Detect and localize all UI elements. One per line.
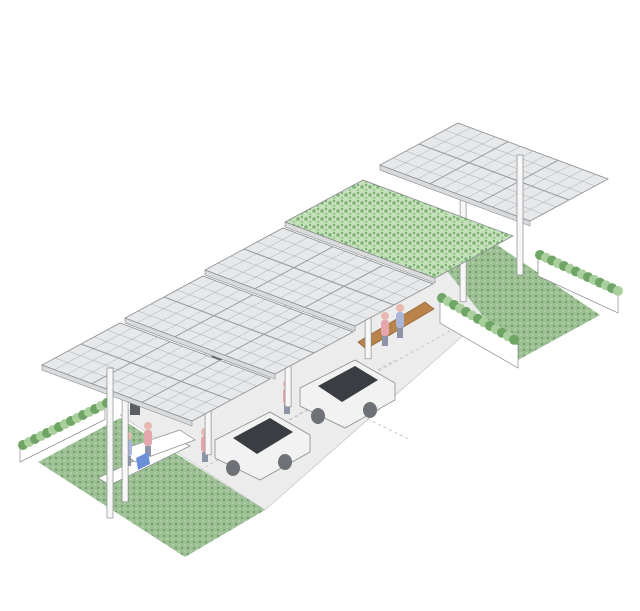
- car-wheel: [363, 402, 377, 418]
- solar-canopy-1: [41, 322, 271, 427]
- planter-shrub: [509, 334, 519, 345]
- panel-grid-line: [80, 343, 232, 401]
- panel-grid-line: [243, 248, 395, 306]
- panel-grid-line: [230, 255, 382, 313]
- green-roof: [284, 179, 514, 279]
- solar-canopy-5: [379, 122, 609, 227]
- person-legs: [382, 336, 388, 346]
- person-head: [381, 312, 389, 320]
- panel-grid-line: [150, 303, 302, 361]
- planter-shrub: [613, 285, 623, 296]
- person-head: [396, 304, 404, 312]
- green-roof-canopy-4: [284, 179, 514, 284]
- laptop: [136, 452, 150, 470]
- panel-grid-line: [93, 336, 245, 394]
- panel-grid-line: [163, 296, 315, 354]
- person-legs: [397, 328, 403, 338]
- panel-grid-line: [176, 289, 328, 347]
- car-windows: [233, 418, 293, 454]
- grass-paver-area-left: [38, 418, 265, 557]
- person-head: [144, 422, 152, 430]
- person-body: [396, 312, 404, 328]
- car-windows: [318, 366, 378, 402]
- person-body: [381, 320, 389, 336]
- grass-paver-area-right: [440, 240, 600, 360]
- electric-car-back: [299, 359, 396, 429]
- panel-grid-line: [189, 282, 341, 340]
- car-wheel: [311, 408, 325, 424]
- panel-grid-line: [431, 136, 583, 194]
- panel-grid-line: [67, 350, 219, 408]
- canopy-post-right: [516, 154, 524, 276]
- panel-grid-line: [256, 241, 408, 299]
- panel-grid-line: [54, 357, 206, 415]
- canopy-post-front: [106, 367, 114, 519]
- electric-car-front: [214, 411, 311, 481]
- panel-grid-line: [217, 262, 369, 320]
- panel-grid-line: [418, 143, 570, 201]
- person-legs: [202, 452, 208, 462]
- structures-layer: [41, 122, 609, 519]
- solar-canopy-2: [124, 275, 354, 380]
- person-sitting: [144, 422, 152, 456]
- person-body: [144, 430, 152, 446]
- person-legs: [284, 404, 290, 414]
- panel-grid-line: [405, 150, 557, 208]
- solar-canopy-3: [204, 227, 434, 332]
- person-on-bench: [381, 312, 389, 346]
- person-on-bench: [396, 304, 404, 338]
- panel-grid-line: [106, 329, 258, 387]
- panel-grid-line: [269, 234, 421, 292]
- person-legs: [145, 446, 151, 456]
- car-wheel: [278, 454, 292, 470]
- panel-grid-line: [137, 310, 289, 368]
- car-wheel: [226, 460, 240, 476]
- parking-line: [289, 319, 471, 421]
